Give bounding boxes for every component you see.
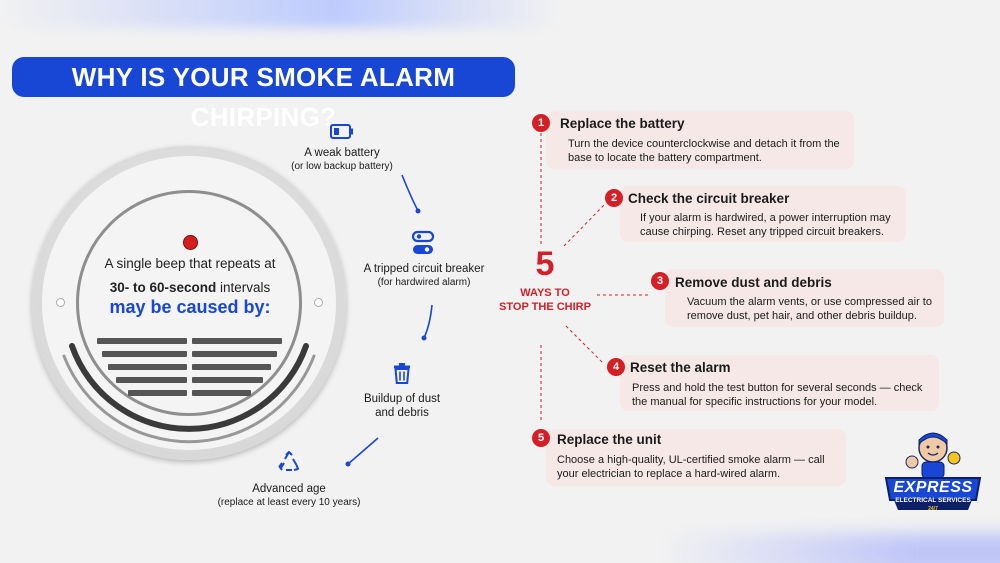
step-body-3-line1: Vacuum the alarm vents, or use compresse… bbox=[687, 296, 932, 308]
step-title-1: Replace the battery bbox=[560, 116, 685, 131]
step-body-4-line1: Press and hold the test button for sever… bbox=[632, 382, 923, 394]
recycle-icon bbox=[278, 451, 299, 471]
step-body-4: Press and hold the test button for sever… bbox=[632, 381, 937, 409]
step-body-1-line2: base to locate the battery compartment. bbox=[568, 152, 762, 164]
step-body-3: Vacuum the alarm vents, or use compresse… bbox=[687, 295, 942, 323]
step-card-1 bbox=[546, 111, 854, 169]
smoke-alarm-face: A single beep that repeats at 30- to 60-… bbox=[42, 156, 336, 450]
cause-circuit-breaker-label: A tripped circuit breaker bbox=[363, 263, 485, 275]
ways-caption: WAYS TO STOP THE CHIRP bbox=[494, 286, 596, 314]
alarm-interval-bold: 30- to 60-second bbox=[109, 280, 217, 295]
cause-dust-debris-label2: and debris bbox=[375, 407, 429, 419]
step-body-2-line2: cause chirping. Reset any tripped circui… bbox=[640, 226, 884, 238]
step-badge-2: 2 bbox=[605, 189, 623, 207]
logo-name: EXPRESS bbox=[893, 479, 973, 496]
cause-circuit-breaker-sub: (for hardwired alarm) bbox=[377, 277, 471, 288]
page-title: WHY IS YOUR SMOKE ALARM CHIRPING? bbox=[12, 57, 515, 132]
screw-left-icon bbox=[56, 298, 65, 307]
ways-number: 5 bbox=[535, 245, 555, 283]
step-card-5 bbox=[546, 429, 846, 486]
alarm-rim-arcs bbox=[62, 343, 316, 444]
screw-right-icon bbox=[314, 298, 323, 307]
cause-weak-battery: A weak battery (or low backup battery) bbox=[282, 146, 402, 174]
alarm-text-line2: 30- to 60-second intervals bbox=[82, 280, 298, 295]
step-card-3 bbox=[665, 269, 944, 327]
smoke-alarm-illustration: A single beep that repeats at 30- to 60-… bbox=[32, 146, 346, 460]
step-body-5: Choose a high-quality, UL-certified smok… bbox=[557, 453, 844, 481]
alarm-interval-rest: intervals bbox=[216, 280, 271, 295]
step-card-2 bbox=[620, 186, 906, 242]
step-badge-4: 4 bbox=[607, 358, 625, 376]
logo-hours: 24/7 bbox=[928, 506, 938, 512]
cause-advanced-age: Advanced age (replace at least every 10 … bbox=[208, 482, 370, 510]
step-body-2-line1: If your alarm is hardwired, a power inte… bbox=[640, 212, 891, 224]
alarm-inner-ring bbox=[76, 190, 302, 416]
step-badge-5: 5 bbox=[532, 429, 550, 447]
cause-weak-battery-sub: (or low backup battery) bbox=[291, 161, 393, 172]
step-title-2: Check the circuit breaker bbox=[628, 191, 790, 206]
step-body-3-line2: remove dust, pet hair, and other debris … bbox=[687, 310, 917, 322]
cause-dust-debris: Buildup of dust and debris bbox=[354, 392, 450, 420]
express-logo-icon bbox=[884, 432, 982, 510]
top-glow bbox=[0, 0, 560, 28]
logo-tagline: ELECTRICAL SERVICES bbox=[895, 497, 971, 504]
alarm-text-line1: A single beep that repeats at bbox=[104, 256, 276, 271]
ways-line2: STOP THE CHIRP bbox=[499, 301, 591, 313]
cause-circuit-breaker: A tripped circuit breaker (for hardwired… bbox=[354, 262, 494, 290]
step-body-1: Turn the device counterclockwise and det… bbox=[568, 137, 854, 165]
step-badge-1: 1 bbox=[532, 114, 550, 132]
battery-icon bbox=[330, 124, 353, 139]
alarm-vents bbox=[97, 338, 282, 396]
step-title-3: Remove dust and debris bbox=[675, 275, 832, 290]
switch-icon bbox=[411, 230, 435, 254]
alarm-text-line3: may be caused by: bbox=[109, 297, 271, 317]
step-body-4-line2: the manual for specific instructions for… bbox=[632, 396, 878, 408]
alarm-indicator-light bbox=[183, 235, 198, 250]
cause-advanced-age-label: Advanced age bbox=[252, 483, 326, 495]
step-title-5: Replace the unit bbox=[557, 432, 662, 447]
cause-weak-battery-label: A weak battery bbox=[304, 147, 380, 159]
ways-line1: WAYS TO bbox=[520, 287, 570, 299]
step-body-1-line1: Turn the device counterclockwise and det… bbox=[568, 138, 840, 150]
step-title-4: Reset the alarm bbox=[630, 360, 731, 375]
bottom-glow bbox=[660, 533, 1000, 563]
step-badge-3: 3 bbox=[651, 272, 669, 290]
step-body-5-line2: your electrician to replace a hard-wired… bbox=[557, 468, 781, 480]
step-body-2: If your alarm is hardwired, a power inte… bbox=[640, 211, 904, 239]
cause-advanced-age-sub: (replace at least every 10 years) bbox=[217, 497, 361, 508]
step-body-5-line1: Choose a high-quality, UL-certified smok… bbox=[557, 454, 825, 466]
step-card-4 bbox=[620, 355, 939, 411]
trash-icon bbox=[394, 363, 410, 384]
cause-dust-debris-label: Buildup of dust bbox=[363, 393, 441, 405]
